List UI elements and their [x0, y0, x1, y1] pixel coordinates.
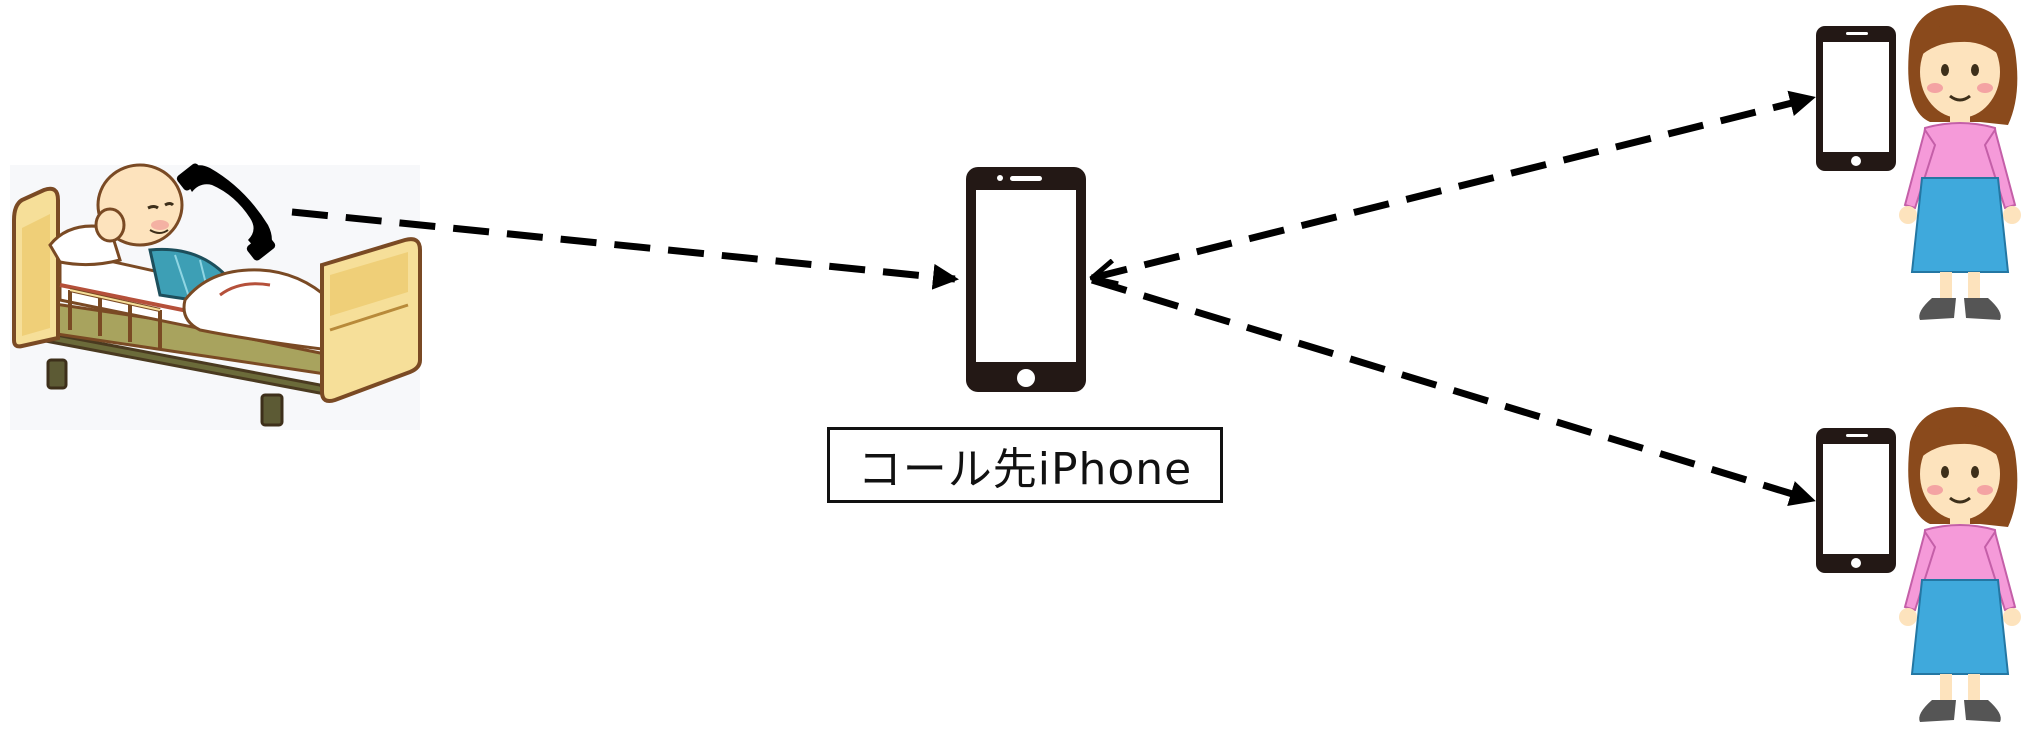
- woman-with-phone-icon: [1816, 5, 2021, 320]
- call-target-label: コール先iPhone: [857, 444, 1193, 495]
- arrow-patient-to-phone: [291, 208, 959, 290]
- patient-in-bed-icon: [10, 163, 422, 430]
- call-target-label-box: コール先iPhone: [827, 427, 1223, 503]
- arrow-phone-to-bottom-recipient: [1090, 276, 1816, 507]
- phone-handset-icon: [176, 163, 276, 261]
- arrow-phone-to-top-recipient: [1092, 98, 1812, 278]
- smartphone-icon: [966, 167, 1086, 392]
- woman-with-phone-icon: [1816, 407, 2021, 722]
